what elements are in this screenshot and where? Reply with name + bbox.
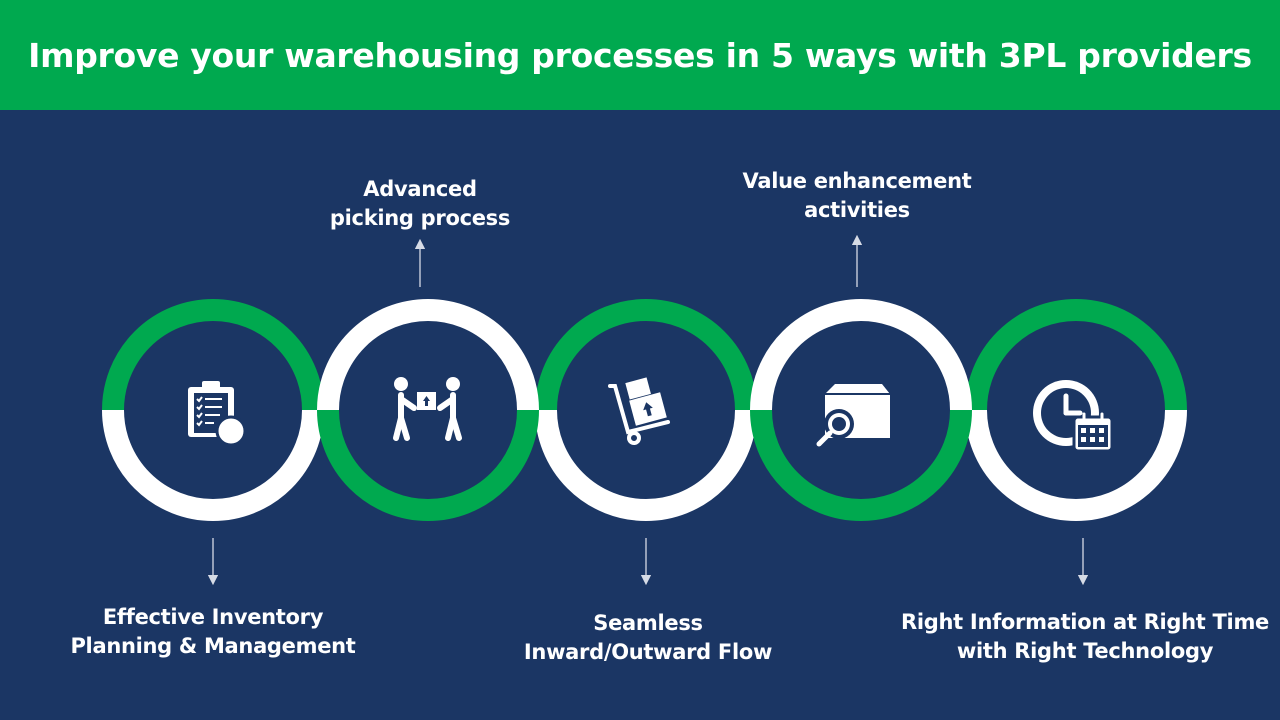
ring-2 <box>317 299 539 521</box>
ring-4 <box>750 299 972 521</box>
package-handover-icon <box>393 377 462 441</box>
step-label-value-enhancement: Value enhancement activities <box>742 169 972 222</box>
title-banner: Improve your warehousing processes in 5 … <box>0 0 1280 110</box>
hand-truck-icon <box>608 377 670 445</box>
clock-calendar-icon <box>1033 380 1114 453</box>
box-search-icon <box>816 384 890 447</box>
rings <box>102 299 1187 521</box>
step-label-inward-outward-flow: Seamless Inward/Outward Flow <box>523 611 773 664</box>
connector-arrows <box>207 234 1089 586</box>
ring-1 <box>102 299 324 521</box>
step-label-picking-process: Advanced picking process <box>329 177 511 230</box>
clipboard-checklist-icon <box>188 381 247 447</box>
ring-3 <box>535 299 757 521</box>
step-label-right-information: Right Information at Right Time with Rig… <box>901 610 1269 663</box>
page-title: Improve your warehousing processes in 5 … <box>28 35 1252 75</box>
ring-5 <box>965 299 1187 521</box>
step-label-inventory-planning: Effective Inventory Planning & Managemen… <box>70 605 356 658</box>
